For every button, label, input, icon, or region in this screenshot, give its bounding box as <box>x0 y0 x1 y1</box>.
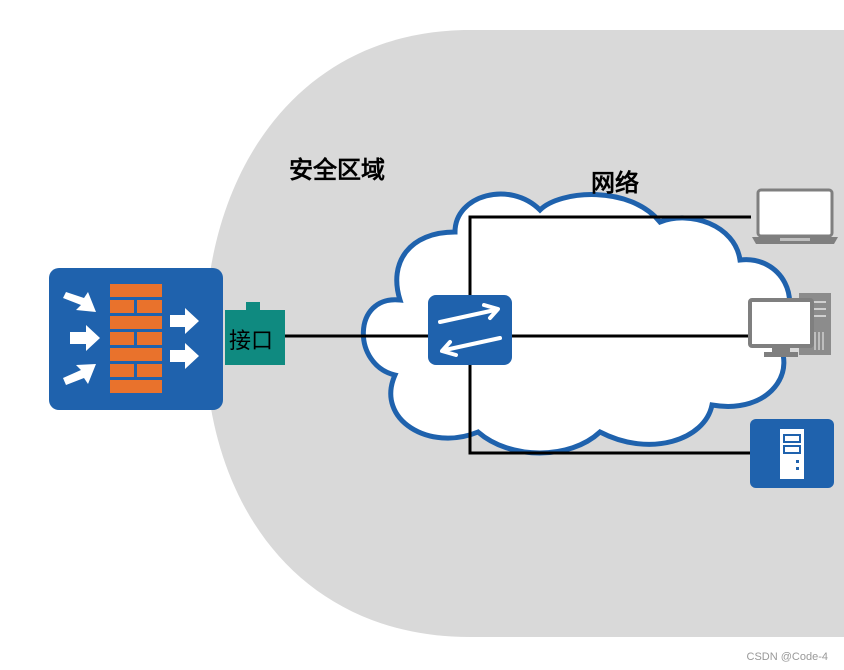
port-interface: 接口 <box>225 302 285 365</box>
server-icon <box>750 419 834 488</box>
switch-icon <box>428 295 512 365</box>
desktop-pc-icon <box>748 293 831 357</box>
port-label: 接口 <box>229 329 273 354</box>
watermark: CSDN @Code-4 <box>747 651 828 663</box>
laptop-icon <box>752 188 838 244</box>
firewall-icon <box>49 268 223 410</box>
network-label: 网络 <box>591 169 639 197</box>
security-zone-label: 安全区域 <box>289 156 385 184</box>
